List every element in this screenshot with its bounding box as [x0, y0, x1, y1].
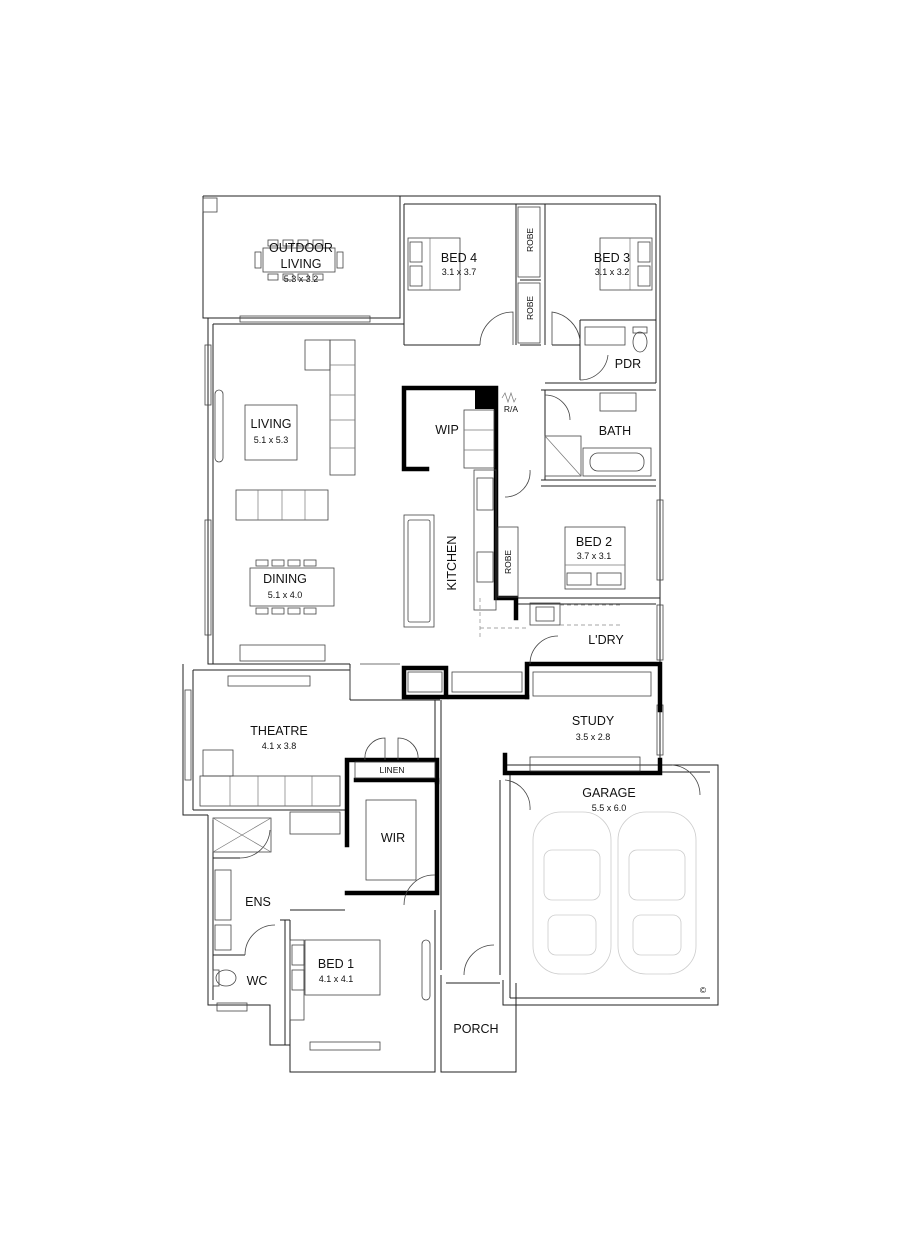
living-size: 5.1 x 5.3 — [254, 435, 289, 445]
wip-label: WIP — [435, 423, 459, 437]
dining-name: DINING — [263, 572, 307, 586]
fixtures — [199, 206, 697, 1021]
robe-bed4-label: ROBE — [525, 228, 535, 252]
walls — [182, 195, 719, 1073]
laundry-label: L'DRY — [588, 633, 624, 647]
bed3-name: BED 3 — [594, 251, 630, 265]
bed1-size: 4.1 x 4.1 — [319, 974, 354, 984]
thick-walls — [344, 385, 663, 896]
kitchen-label: KITCHEN — [445, 536, 459, 591]
copyright-mark: © — [700, 985, 707, 995]
bed1-name: BED 1 — [318, 957, 354, 971]
garage-size: 5.5 x 6.0 — [592, 803, 627, 813]
living-name: LIVING — [251, 417, 292, 431]
study-size: 3.5 x 2.8 — [576, 732, 611, 742]
wc-label: WC — [247, 974, 268, 988]
outdoor-living-size: 5.3 x 3.2 — [284, 274, 319, 284]
porch-label: PORCH — [453, 1022, 498, 1036]
robe-bed3-label: ROBE — [525, 296, 535, 320]
wir-label: WIR — [381, 831, 405, 845]
bath-label: BATH — [599, 424, 631, 438]
ensuite-label: ENS — [245, 895, 271, 909]
room-labels: OUTDOOR LIVING 5.3 x 3.2 BED 4 3.1 x 3.7… — [245, 228, 707, 1036]
bed2-name: BED 2 — [576, 535, 612, 549]
bed3-size: 3.1 x 3.2 — [595, 267, 630, 277]
pdr-label: PDR — [615, 357, 641, 371]
garage-name: GARAGE — [582, 786, 636, 800]
robe-bed2-label: ROBE — [503, 550, 513, 574]
bed4-name: BED 4 — [441, 251, 477, 265]
outdoor-living-name-1: OUTDOOR — [269, 241, 333, 255]
doors — [239, 311, 701, 976]
ra-label: R/A — [504, 404, 519, 414]
theatre-name: THEATRE — [250, 724, 307, 738]
outdoor-living-name-2: LIVING — [281, 257, 322, 271]
dining-size: 5.1 x 4.0 — [268, 590, 303, 600]
linen-label: LINEN — [379, 765, 404, 775]
bed2-size: 3.7 x 3.1 — [577, 551, 612, 561]
theatre-size: 4.1 x 3.8 — [262, 741, 297, 751]
study-name: STUDY — [572, 714, 615, 728]
bed4-size: 3.1 x 3.7 — [442, 267, 477, 277]
